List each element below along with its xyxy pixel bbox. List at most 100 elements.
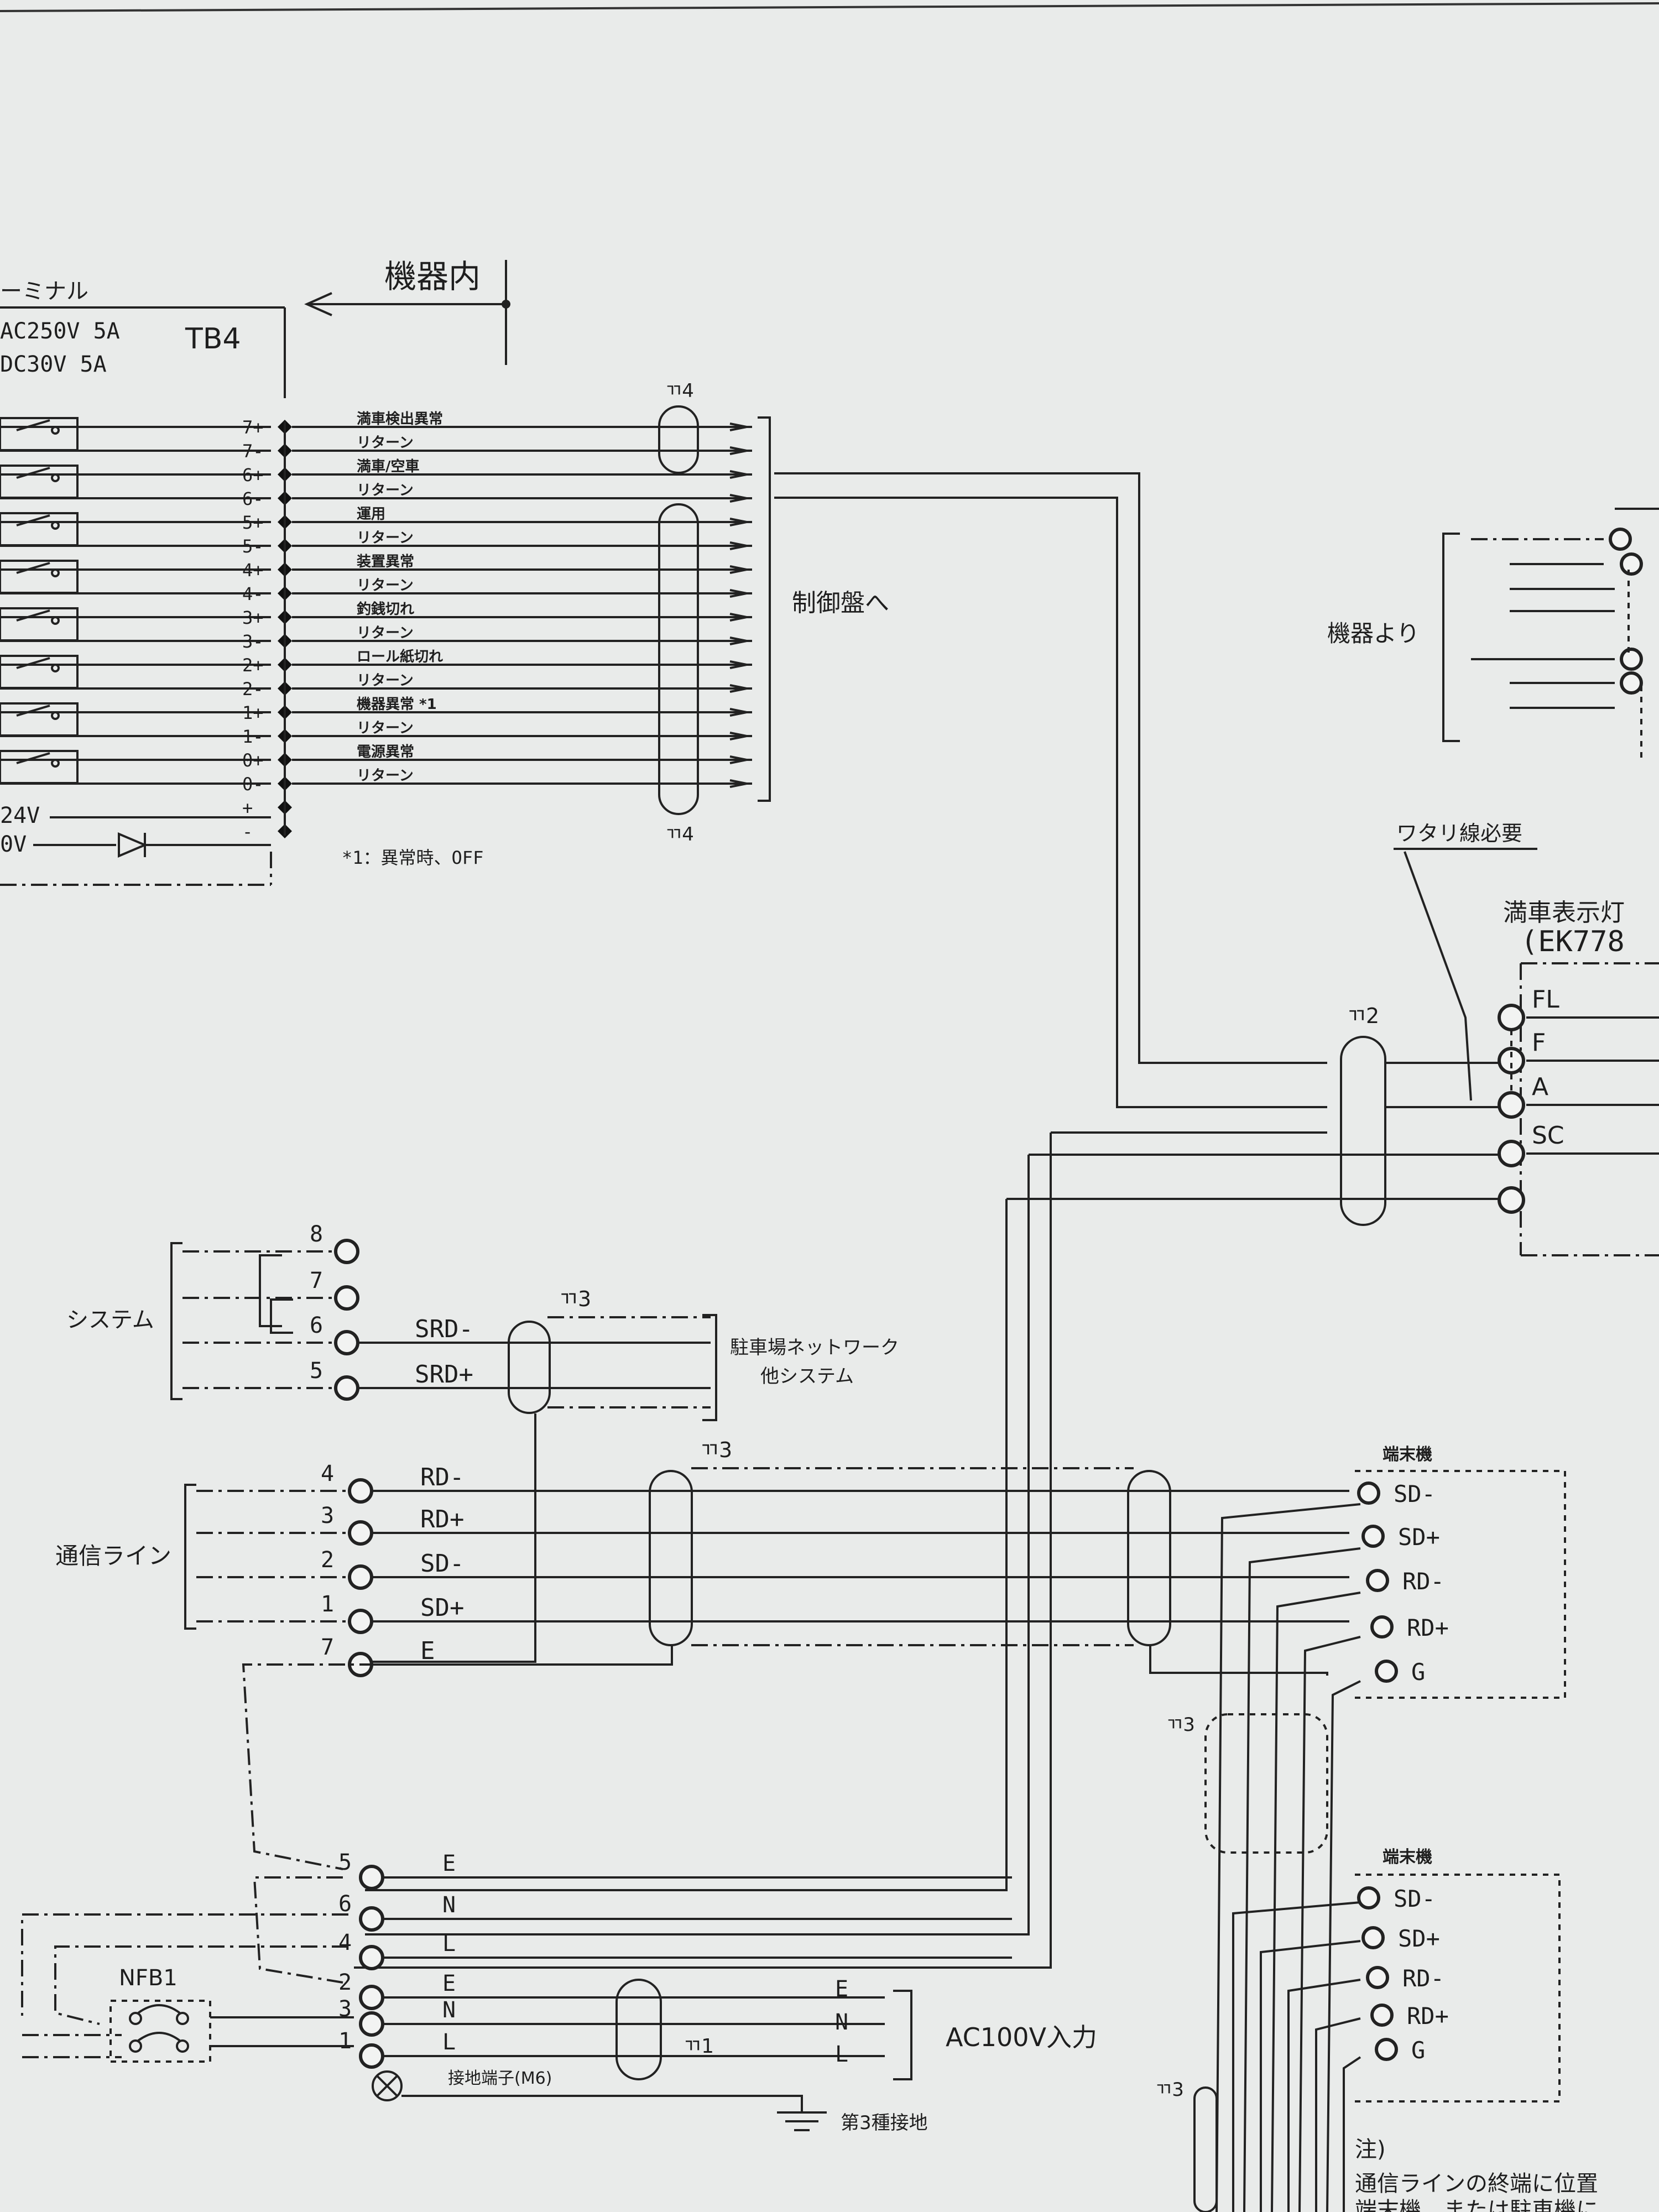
tb4-terminal-number: + xyxy=(242,797,253,818)
twist-loop-bottom xyxy=(658,503,699,815)
power-terminal-number: 4 xyxy=(338,1930,352,1955)
to-control-panel-label: 制御盤へ xyxy=(792,589,889,617)
power-terminal xyxy=(359,1985,384,2010)
chain-wire-out xyxy=(1260,1940,1361,2212)
supply-0v-label: 0V xyxy=(0,832,27,857)
power-signal-label: N xyxy=(442,1892,456,1918)
tb4-signal-label: 装置異常 xyxy=(357,554,414,570)
note-line1: 通信ラインの終端に位置 xyxy=(1355,2171,1598,2197)
relay-contact-point xyxy=(51,664,60,672)
comm-terminal-number: 3 xyxy=(321,1503,334,1528)
tb4-signal-label: 満車検出異常 xyxy=(357,411,443,427)
relay-contact-point xyxy=(51,568,60,577)
long-runs xyxy=(354,472,1493,1969)
comm-terminal xyxy=(348,1520,373,1546)
run-full-empty xyxy=(774,472,1327,1064)
terminal-unit-box xyxy=(1355,1874,1561,2103)
system-terminal xyxy=(334,1285,359,1311)
inside-equipment-label: 機器内 xyxy=(384,258,481,295)
twist-mid-marker: ㄲ3 xyxy=(1166,1714,1195,1736)
ac-input-letter: N xyxy=(835,2010,848,2035)
tb4-signal-label: 釣銭切れ xyxy=(357,601,414,618)
system-signal-label: SRD- xyxy=(415,1315,473,1343)
terminal-unit-terminal xyxy=(1366,1966,1389,1989)
tb4-terminal-number: 6- xyxy=(242,488,264,509)
diode-symbol xyxy=(118,832,148,858)
ground-terminal-label: 接地端子(M6) xyxy=(448,2069,552,2088)
system-terminal-number: 6 xyxy=(310,1313,323,1338)
power-terminal xyxy=(359,2043,384,2069)
comm-terminal xyxy=(348,1478,373,1504)
terminal-unit-terminal-label: SD- xyxy=(1394,1480,1436,1507)
terminal-unit-terminal xyxy=(1375,2038,1398,2061)
chain-wire-out xyxy=(1287,1979,1361,2212)
tb4-output-arrow xyxy=(729,422,747,431)
power-terminal xyxy=(359,2011,384,2037)
chain-wire-down xyxy=(1215,1503,1361,2212)
tb4-terminal-number: 0+ xyxy=(242,750,264,771)
tb4-rows: 7+満車検出異常7-リターン6+満車/空車6-リターン5+運用5-リターン4+装… xyxy=(0,411,752,842)
terminal-unit-terminal xyxy=(1375,1660,1398,1683)
chain-lines xyxy=(1193,1503,1361,2212)
tb4-output-arrow xyxy=(729,755,747,764)
nfb-label: NFB1 xyxy=(119,1965,178,1991)
full-lamp-model: (EK778 xyxy=(1521,925,1625,958)
jumper-required-label: ワタリ線必要 xyxy=(1396,821,1522,846)
control-panel-bracket xyxy=(758,416,771,802)
tb4-terminal-number: 1+ xyxy=(242,702,264,723)
power-signal-label: E xyxy=(442,1851,456,1876)
relay-contact-point xyxy=(51,473,60,482)
full-lamp-terminal-label: F xyxy=(1532,1029,1546,1057)
chain-wire-down xyxy=(1326,1680,1361,2212)
full-lamp-terminal xyxy=(1498,1091,1525,1119)
full-lamp-title: 満車表示灯 xyxy=(1503,899,1625,927)
tb4-terminal-number: 5- xyxy=(242,536,264,557)
terminal-unit-terminal-label: RD- xyxy=(1402,1965,1444,1992)
nfb-box xyxy=(109,2000,211,2063)
system-signal-label: SRD+ xyxy=(415,1360,473,1389)
full-lamp-terminal xyxy=(1498,1186,1525,1214)
tb4-terminal-number: 4- xyxy=(242,583,264,604)
terminal-unit-terminal xyxy=(1361,1926,1385,1949)
terminal-unit-terminal xyxy=(1370,1615,1394,1639)
tb4-output-arrow xyxy=(729,660,747,669)
terminal-header: ーミナル xyxy=(0,279,88,304)
system-terminal-number: 5 xyxy=(310,1358,323,1384)
nfb-contact-1 xyxy=(129,2012,142,2025)
tb4-terminal-number: 6+ xyxy=(242,465,264,486)
tb4-output-arrow xyxy=(729,779,747,788)
relay-contact-switch xyxy=(16,562,50,574)
relay-contact-point xyxy=(51,426,60,435)
run-power-l xyxy=(365,1199,1008,1891)
run-full-empty-return xyxy=(774,497,1327,1108)
tb4-signal-label: ロール紙切れ xyxy=(357,648,443,665)
system-bracket xyxy=(170,1242,182,1400)
rating-ac: AC250V 5A xyxy=(0,319,120,344)
nfb-arc-1 xyxy=(137,2004,181,2014)
boundary-dot xyxy=(502,300,510,309)
power-twist-marker: ㄲ1 xyxy=(683,2035,714,2058)
tb4-output-arrow xyxy=(729,684,747,693)
comm-shield-drain xyxy=(376,1645,673,1666)
tb4-signal-label: リターン xyxy=(357,435,414,451)
from-equipment-label: 機器より xyxy=(1327,620,1420,647)
ground-terminal-x2 xyxy=(376,2075,398,2097)
system-terminal-number: 7 xyxy=(310,1268,323,1293)
chain-wire-down xyxy=(1243,1547,1361,2212)
relay-contact-point xyxy=(51,759,60,768)
twist-loop-right xyxy=(1340,1036,1386,1226)
terminal-unit-terminal xyxy=(1357,1481,1380,1505)
relay-contact-point xyxy=(51,521,60,530)
chain-wire-out xyxy=(1232,1901,1361,2212)
relay-contact-switch xyxy=(16,705,50,717)
terminal-unit-terminal-label: SD+ xyxy=(1398,1925,1440,1952)
comm-terminal xyxy=(348,1564,373,1590)
system-jumper-7-5 xyxy=(270,1298,293,1334)
power-terminal-number: 6 xyxy=(338,1891,352,1917)
system-twist-marker: ㄲ3 xyxy=(559,1287,591,1311)
